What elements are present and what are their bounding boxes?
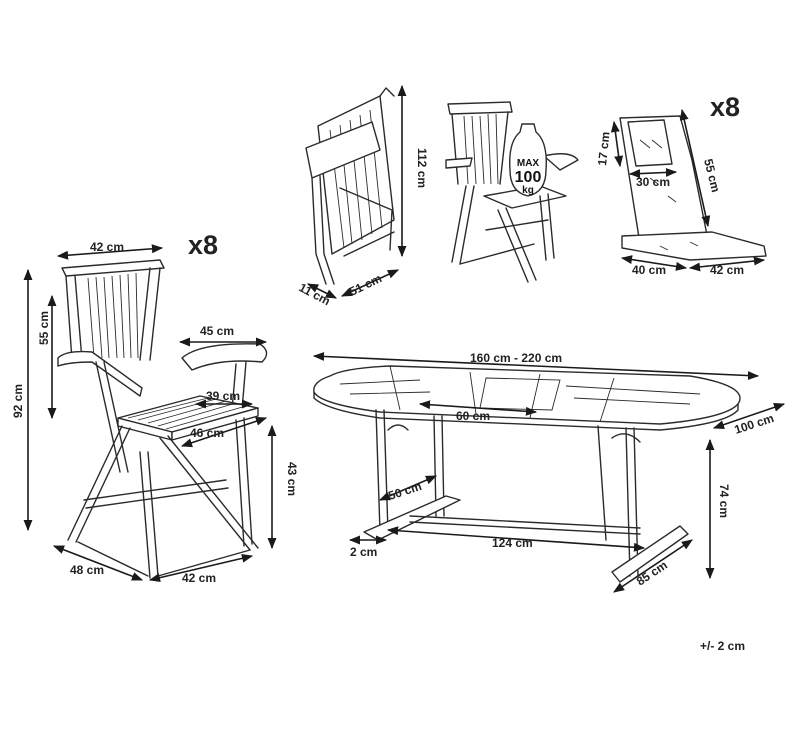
load-badge: MAX 100 kg [509, 123, 547, 197]
folded-chair-dimension-lines [306, 84, 407, 299]
chair-total-height-label: 92 cm [11, 384, 25, 418]
cushion-width-label: 42 cm [710, 263, 744, 277]
chair-seat-depth-label: 39 cm [206, 389, 240, 403]
load-badge-unit: kg [522, 185, 534, 196]
chair-quantity-label: x8 [188, 230, 218, 260]
table-leg-gap-label: 50 cm [387, 479, 424, 503]
cushion-dimension-lines [610, 108, 766, 272]
chair-top-width-label: 42 cm [90, 240, 124, 254]
cushion-pillow-height-label: 17 cm [595, 131, 612, 166]
cushion-back-height-label: 55 cm [701, 157, 723, 193]
table-stretcher-label: 124 cm [492, 536, 533, 550]
cushion-depth-label: 40 cm [632, 263, 666, 277]
cushion-quantity-label: x8 [710, 92, 740, 122]
chair-back-height-label: 55 cm [37, 311, 51, 345]
chair-seat-height-label: 43 cm [285, 462, 299, 496]
chair-dimension-lines [23, 244, 277, 583]
load-badge-weight: 100 [515, 169, 542, 186]
folded-thickness-label: 11 cm [297, 280, 333, 308]
table-extension-label: 60 cm [456, 409, 490, 423]
tolerance-label: +/- 2 cm [700, 639, 745, 653]
load-badge-max: MAX [517, 158, 540, 169]
folded-height-label: 112 cm [415, 148, 429, 188]
chair-base-depth-label: 48 cm [70, 563, 104, 577]
folded-width-label: 51 cm [347, 271, 384, 299]
cushion-pillow-width-label: 30 cm [636, 175, 670, 189]
chair-seat-width-label: 46 cm [190, 426, 224, 440]
table-length-label: 160 cm - 220 cm [470, 351, 562, 365]
folded-chair-drawing [305, 87, 395, 285]
table-foot-label: 2 cm [350, 545, 377, 559]
chair-base-width-label: 42 cm [182, 571, 216, 585]
table-dimension-lines [312, 351, 786, 593]
chair-drawing [57, 259, 268, 579]
load-chair-drawing [445, 101, 579, 283]
chair-armrest-label: 45 cm [200, 324, 234, 338]
table-height-label: 74 cm [717, 484, 731, 518]
